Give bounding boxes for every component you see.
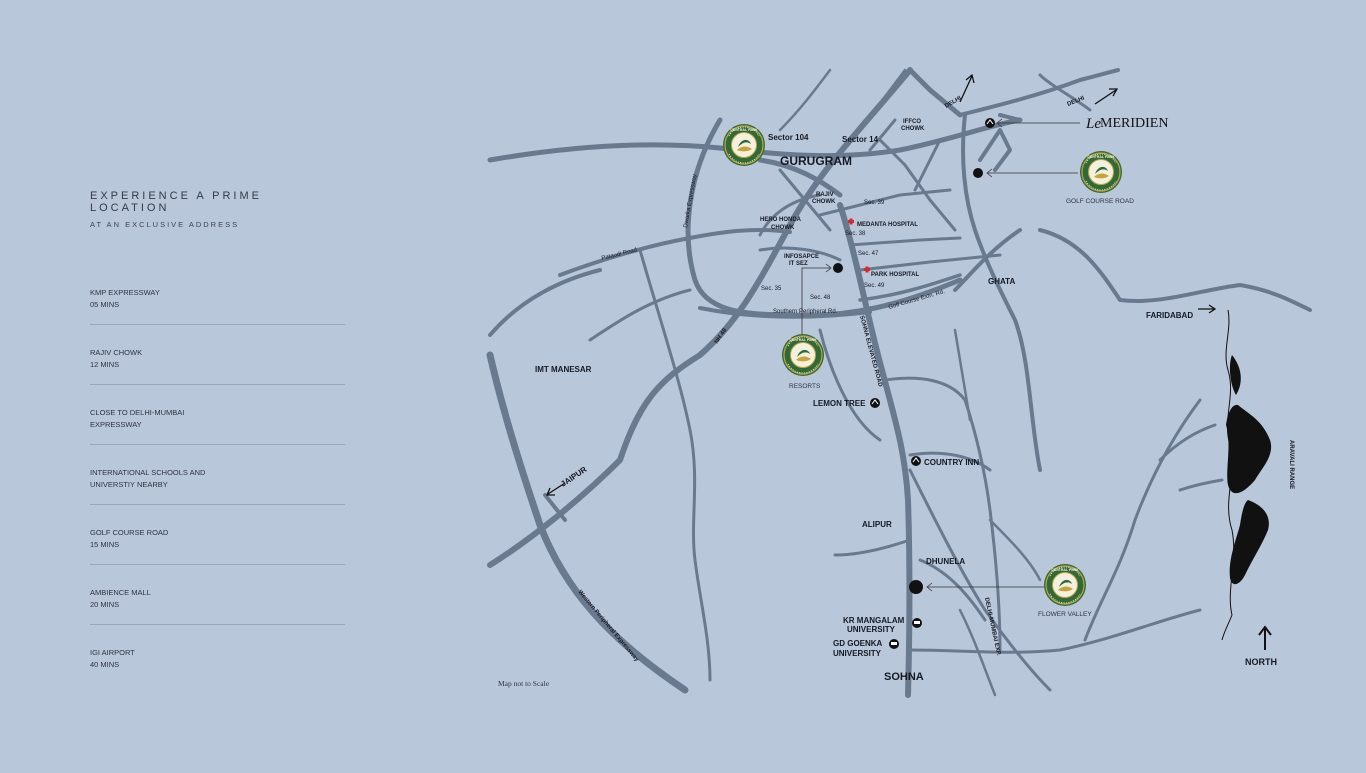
medanta-label: MEDANTA HOSPITAL [857,222,918,228]
sec-35-label: Sec. 35 [761,286,782,292]
lemon-tree-label: LEMON TREE [813,399,866,408]
jaipur-label: JAIPUR [559,465,589,489]
list-item: RAJIV CHOWK 12 MINS [90,337,345,385]
list-item-detail: EXPRESSWAY [90,419,142,429]
list-item-title: INTERNATIONAL SCHOOLS AND [90,468,206,477]
road-network [486,67,1312,698]
gd-goenka-label-2: UNIVERSITY [833,649,882,658]
sohna-label: SOHNA [884,671,924,683]
hospital-icon [848,218,854,225]
sec-39-label: Sec. 39 [864,200,885,206]
flower-valley-marker [909,580,923,594]
list-item-detail: 05 MINS [90,299,120,309]
sec-48-label: Sec. 48 [810,295,831,301]
sec-47-label: Sec. 47 [858,251,879,257]
list-item-title: RAJIV CHOWK [90,348,143,357]
le-meridien-logo-text: MERIDIEN [1100,116,1168,131]
faridabad-label: FARIDABAD [1146,311,1193,320]
resorts-label: RESORTS [789,383,821,390]
list-item: IGI AIRPORT 40 MINS [90,637,345,685]
iffco-label-2: CHOWK [901,126,925,132]
country-inn-label: COUNTRY INN [924,458,979,467]
list-item: AMBIENCE MALL 20 MINS [90,577,345,625]
infospace-label-2: IT SEZ [789,261,808,267]
hero-honda-label-2: CHOWK [771,225,795,231]
aravali-label: ARAVALI RANGE [1288,440,1294,489]
svg-text:CENTRAL PARK: CENTRAL PARK [730,128,758,132]
list-item-detail: 12 MINS [90,359,120,369]
list-item-title: GOLF COURSE ROAD [90,528,169,537]
gd-goenka-label: GD GOENKA [833,639,883,648]
list-item-detail: 20 MINS [90,599,120,609]
map-labels: GURUGRAM Sector 104 Sector 14 IFFCO CHOW… [498,95,1294,688]
connectivity-list: KMP EXPRESSWAY 05 MINS RAJIV CHOWK 12 MI… [90,277,345,685]
golf-course-road-label: GOLF COURSE ROAD [1066,198,1134,205]
central-park-logo: CENTRAL PARK [781,333,825,377]
rajiv-chowk-label: RAJIV [816,192,834,198]
central-park-logo: CENTRAL PARK [1079,150,1123,194]
imt-manesar-label: IMT MANESAR [535,365,592,374]
iffco-label: IFFCO [903,119,921,125]
scale-note: Map not to Scale [498,679,550,688]
list-item-title: KMP EXPRESSWAY [90,288,160,297]
aravali-range [1221,309,1272,641]
pataudi-road-label: Pataudi Road [601,247,638,262]
kr-mangalam-label: KR MANGALAM [843,616,905,625]
sector-14-label: Sector 14 [842,135,879,144]
golf-course-marker [973,168,983,178]
page-title: EXPERIENCE A PRIME LOCATION [90,190,262,214]
list-item: KMP EXPRESSWAY 05 MINS [90,277,345,325]
western-peripheral-label: Western Peripheral Expressway [576,589,639,663]
hospital-icon [864,266,870,273]
hotel-icon [870,398,880,408]
dhunela-label: DHUNELA [926,557,965,566]
flower-valley-label: FLOWER VALLEY [1038,611,1092,618]
list-item: INTERNATIONAL SCHOOLS AND UNIVERSTIY NEA… [90,457,345,505]
sec-38-label: Sec. 38 [845,231,866,237]
list-item-title: IGI AIRPORT [90,648,135,657]
hero-honda-label: HERO HONDA [760,217,802,223]
hotel-icon [985,118,995,128]
sec-49-label: Sec. 49 [864,283,885,289]
list-item-title: CLOSE TO DELHI-MUMBAI [90,408,185,417]
university-icon [912,618,922,628]
central-park-logo: CENTRAL PARK [722,123,766,167]
list-item-detail: UNIVERSTIY NEARBY [90,479,168,489]
le-meridien-logo: Le [1085,116,1101,132]
location-sidebar: EXPERIENCE A PRIME LOCATION AT AN EXCLUS… [90,190,345,697]
park-hospital-label: PARK HOSPITAL [871,272,919,278]
central-park-logo: CENTRAL PARK [1043,563,1087,607]
svg-text:CENTRAL PARK: CENTRAL PARK [1051,568,1079,572]
kr-mangalam-label-2: UNIVERSITY [847,625,896,634]
rajiv-chowk-label-2: CHOWK [812,199,836,205]
direction-arrows [546,73,1272,650]
list-item-detail: 15 MINS [90,539,120,549]
ghata-label: GHATA [988,277,1015,286]
university-icon [889,639,899,649]
sector-104-label: Sector 104 [768,133,809,142]
hotel-icon [911,456,921,466]
svg-text:CENTRAL PARK: CENTRAL PARK [789,338,817,342]
north-label: NORTH [1245,657,1277,667]
infospace-marker [833,263,843,273]
city-label: GURUGRAM [780,154,852,168]
list-item: GOLF COURSE ROAD 15 MINS [90,517,345,565]
infospace-label: INFOSAPCE [784,254,819,260]
svg-text:CENTRAL PARK: CENTRAL PARK [1087,155,1115,159]
page-subtitle: AT AN EXCLUSIVE ADDRESS [90,220,240,229]
list-item-detail: 40 MINS [90,659,120,669]
list-item-title: AMBIENCE MALL [90,588,151,597]
alipur-label: ALIPUR [862,520,892,529]
southern-peripheral-label: Southern Peripheral Rd. [773,309,838,315]
list-item: CLOSE TO DELHI-MUMBAI EXPRESSWAY [90,397,345,445]
pointer-lines [801,118,1080,592]
